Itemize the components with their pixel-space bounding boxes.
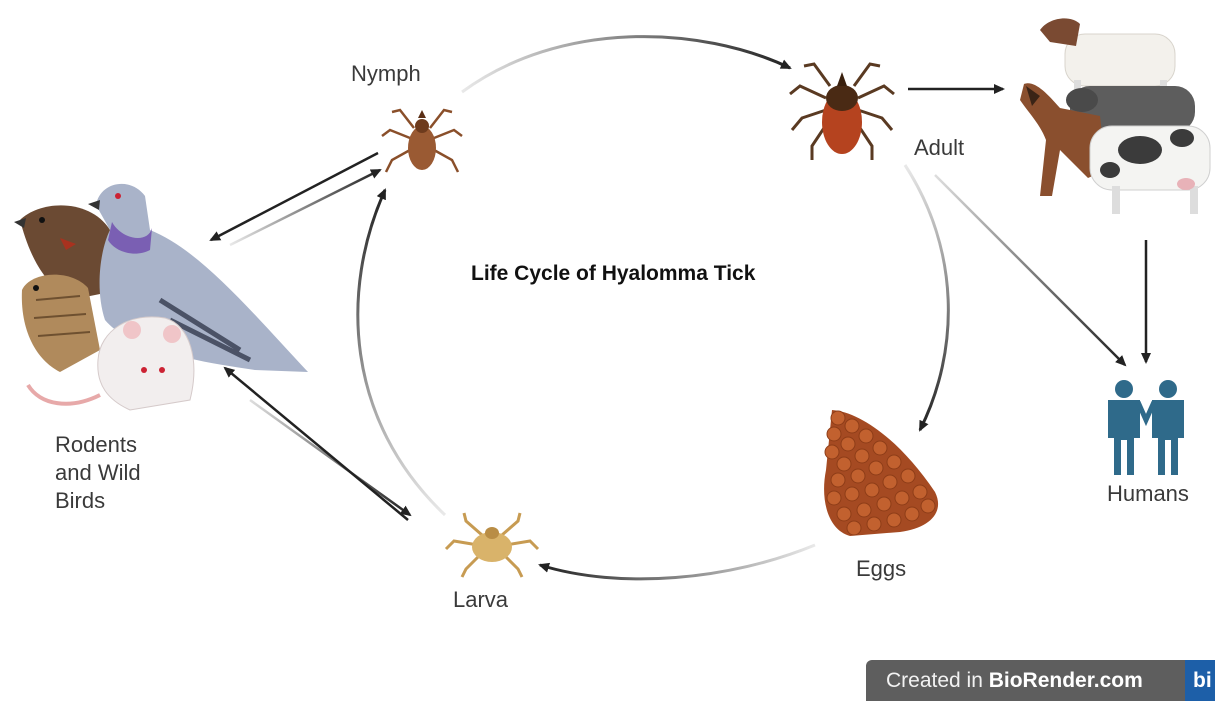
arrow-nymph-to-adult bbox=[462, 37, 790, 92]
label-rodents-line3: Birds bbox=[55, 487, 105, 515]
arrow-birds-to-larva bbox=[250, 400, 410, 515]
tick-adult-icon bbox=[790, 64, 894, 160]
livestock-icon bbox=[1020, 18, 1210, 214]
label-adult: Adult bbox=[914, 134, 964, 162]
label-eggs: Eggs bbox=[856, 555, 906, 583]
arrow-adult-to-eggs bbox=[905, 165, 948, 430]
arrow-eggs-to-larva bbox=[540, 545, 815, 579]
arrow-nymph-to-birds bbox=[211, 153, 378, 240]
label-rodents-line2: and Wild bbox=[55, 459, 141, 487]
label-nymph: Nymph bbox=[351, 60, 421, 88]
biorender-logo-icon: bi bbox=[1185, 660, 1215, 701]
label-rodents-line1: Rodents bbox=[55, 431, 137, 459]
arrow-larva-to-nymph bbox=[358, 190, 445, 515]
tick-nymph-icon bbox=[382, 110, 462, 172]
biorender-credit-badge[interactable]: Created in BioRender.com bi bbox=[866, 660, 1215, 701]
humans-icon bbox=[1108, 380, 1184, 475]
tick-larva-icon bbox=[446, 513, 538, 577]
birds-rodents-icon bbox=[14, 184, 308, 410]
credit-brand: BioRender.com bbox=[989, 669, 1143, 692]
label-larva: Larva bbox=[453, 586, 508, 614]
arrow-birds-to-nymph bbox=[230, 170, 380, 245]
diagram-title: Life Cycle of Hyalomma Tick bbox=[471, 262, 755, 286]
arrow-larva-to-birds bbox=[225, 368, 408, 520]
credit-prefix: Created in bbox=[886, 669, 989, 692]
arrow-adult-to-humans bbox=[935, 175, 1125, 365]
label-humans: Humans bbox=[1107, 480, 1189, 508]
